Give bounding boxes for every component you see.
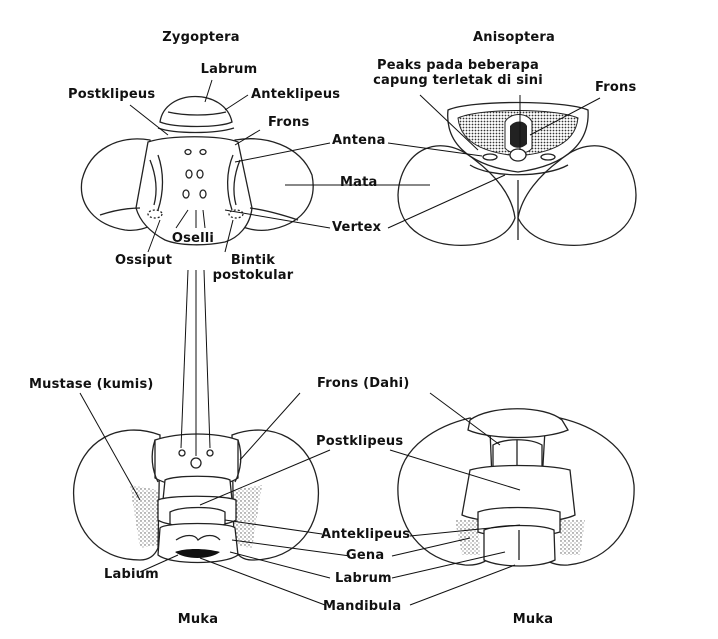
- label-labrum-top: Labrum: [200, 62, 258, 77]
- label-vertex: Vertex: [332, 220, 382, 235]
- title-zygoptera: Zygoptera: [162, 30, 240, 45]
- label-frons-top: Frons: [268, 115, 310, 130]
- leader-lines: [79, 79, 601, 606]
- label-anteklipeus-bottom: Anteklipeus: [321, 527, 411, 542]
- anisoptera-dorsal-head: [397, 101, 637, 246]
- label-labium: Labium: [104, 567, 159, 582]
- oselli-pointers: [175, 209, 211, 456]
- label-gena: Gena: [346, 548, 385, 563]
- title-anisoptera: Anisoptera: [473, 30, 555, 45]
- label-frons-dahi: Frons (Dahi): [317, 376, 410, 391]
- zygo-clypeus-line: [157, 127, 235, 134]
- label-bintik-postokular: Bintik postokular: [212, 253, 294, 283]
- label-antena: Antena: [332, 133, 386, 148]
- label-postklipeus-top: Postklipeus: [68, 87, 156, 102]
- aniso-right-eye: [517, 145, 637, 246]
- label-postklipeus-bottom: Postklipeus: [316, 434, 404, 449]
- aniso-left-eye: [397, 145, 516, 246]
- label-mustase: Mustase (kumis): [29, 377, 154, 392]
- zygoptera-face: [72, 429, 320, 564]
- label-frons-right: Frons: [595, 80, 637, 95]
- zygo-labrum-shape: [159, 95, 233, 128]
- zygoptera-dorsal-head: [80, 95, 314, 246]
- label-labrum-bottom: Labrum: [335, 571, 392, 586]
- label-ossiput: Ossiput: [115, 253, 173, 268]
- caption-muka-right: Muka: [512, 612, 554, 627]
- caption-muka-left: Muka: [177, 612, 219, 627]
- label-peaks: Peaks pada beberapa capung terletak di s…: [373, 58, 543, 88]
- label-oselli: Oselli: [171, 231, 215, 246]
- anisoptera-face: [397, 408, 635, 567]
- label-anteklipeus-top: Anteklipeus: [251, 87, 341, 102]
- zygo-head-capsule: [135, 136, 253, 246]
- label-mandibula: Mandibula: [323, 599, 402, 614]
- label-mata: Mata: [340, 175, 378, 190]
